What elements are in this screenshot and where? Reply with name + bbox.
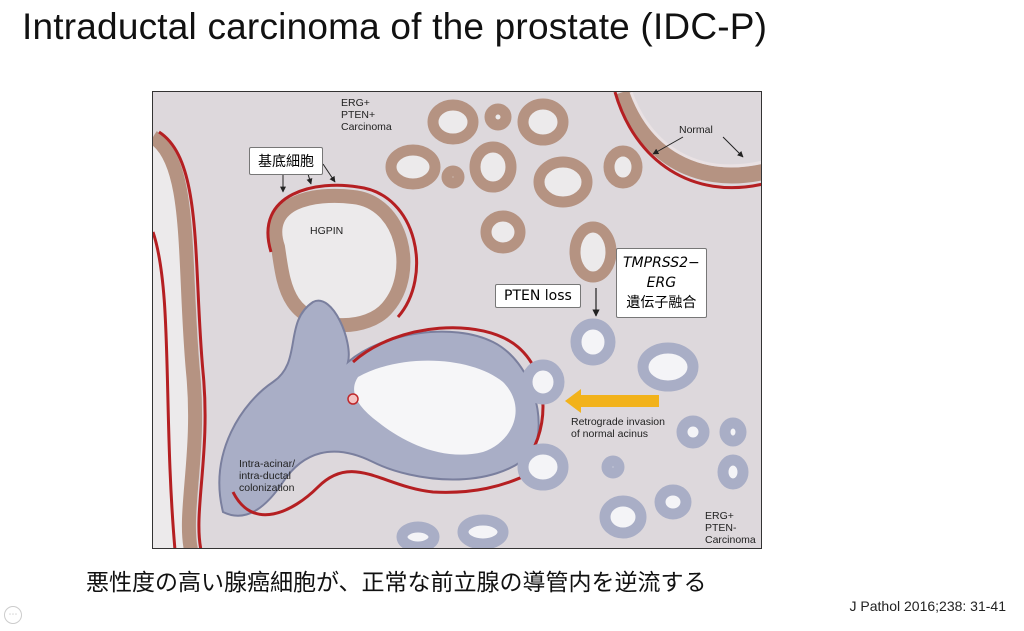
hgpin-duct	[268, 188, 411, 333]
label-retrograde: Retrograde invasion of normal acinus	[571, 416, 665, 440]
slide-title: Intraductal carcinoma of the prostate (I…	[22, 6, 768, 47]
basal-cells-box: 基底細胞	[249, 147, 323, 175]
normal-duct-wall	[615, 92, 761, 184]
erg-pten-neg-glands	[396, 318, 749, 548]
tmprss2-erg-box: TMPRSS2− ERG 遺伝子融合	[616, 248, 707, 318]
label-erg-pten-neg: ERG+ PTEN- Carcinoma	[705, 510, 756, 546]
pathology-figure: ERG+ PTEN+ Carcinoma Normal HGPIN Intra-…	[152, 91, 762, 549]
erg-pten-pos-glands	[385, 98, 643, 283]
retrograde-arrow	[565, 389, 659, 413]
tmprss2-line3: 遺伝子融合	[626, 295, 697, 311]
citation: J Pathol 2016;238: 31-41	[849, 598, 1006, 614]
more-options-icon[interactable]: ⋯	[4, 606, 22, 624]
tmprss2-line1: TMPRSS2−	[623, 255, 700, 271]
label-normal: Normal	[679, 124, 713, 136]
pten-loss-box: PTEN loss	[495, 284, 581, 308]
slide-caption: 悪性度の高い腺癌細胞が、正常な前立腺の導管内を逆流する	[86, 570, 707, 596]
pathology-illustration	[153, 92, 761, 548]
tmprss2-line2: ERG	[646, 275, 677, 291]
label-intra-acinar: Intra-acinar/ intra-ductal colonization	[239, 458, 296, 494]
label-erg-pten-pos: ERG+ PTEN+ Carcinoma	[341, 97, 392, 133]
label-hgpin: HGPIN	[310, 225, 344, 237]
